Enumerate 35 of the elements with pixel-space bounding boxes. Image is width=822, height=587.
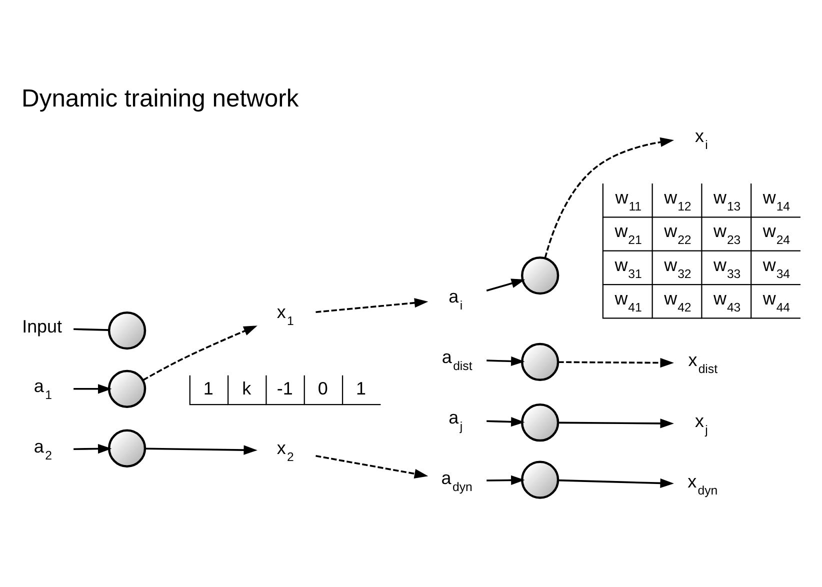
diagram-title: Dynamic training network [22,86,299,113]
label: w$_{43}$ [713,288,741,314]
label: w$_{31}$ [614,254,642,281]
label: w$_{42}$ [664,288,692,314]
label: w$_{24}$ [762,221,790,248]
node-text: x$_{1}$ [276,302,294,328]
label: 1 [203,378,214,398]
node-text: a$_{i}$ [448,286,463,312]
node-text: a$_{2}$ [34,436,52,463]
node-text: a$_{1}$ [34,376,52,402]
label: w$_{14}$ [762,187,790,214]
label: -1 [276,378,293,398]
node-text: a$_{dyn}$ [441,468,472,494]
label: w$_{12}$ [664,187,692,214]
label: w$_{33}$ [713,254,741,281]
label: 0 [318,378,328,398]
label: w$_{32}$ [664,254,692,281]
label: w$_{22}$ [664,221,692,248]
label: w$_{44}$ [762,288,790,314]
label: k [242,378,252,398]
node-text: x$_{j}$ [694,410,708,437]
node-text: Input [22,316,62,337]
label: w$_{34}$ [762,254,790,281]
label: w$_{41}$ [614,288,642,314]
node-text: x$_{2}$ [276,438,294,464]
node-text: x$_{i}$ [694,126,708,152]
label: 1 [356,378,366,398]
label: w$_{11}$ [615,187,642,214]
label: w$_{13}$ [713,187,741,214]
node-text: a$_{dist}$ [442,346,472,373]
node-text: x$_{dyn}$ [688,471,718,498]
label: w$_{21}$ [614,221,642,248]
node-text: a$_{j}$ [448,407,463,434]
node-text: x$_{dist}$ [688,350,718,376]
label: w$_{23}$ [713,221,741,248]
